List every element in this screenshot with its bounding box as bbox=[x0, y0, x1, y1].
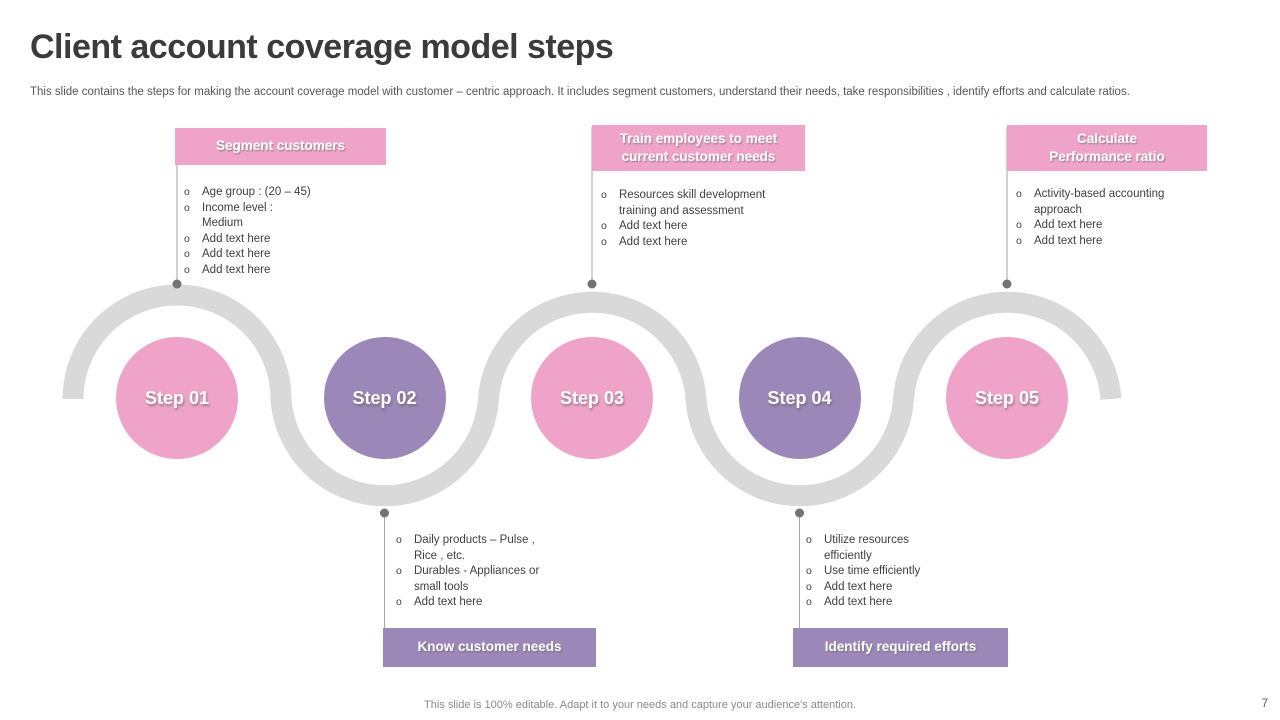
connector-dot-step3 bbox=[587, 279, 597, 289]
connector-dot-step4 bbox=[795, 508, 804, 518]
bullet-icon: o bbox=[184, 248, 190, 260]
bullet-icon: o bbox=[1016, 234, 1022, 247]
bullet-icon: o bbox=[184, 186, 190, 198]
step-circle-label: Step 03 bbox=[559, 387, 625, 408]
bullet-icon: o bbox=[396, 534, 402, 546]
connector-dot-step5 bbox=[1002, 279, 1012, 289]
bullet-icon: o bbox=[806, 596, 812, 608]
bullet-icon: o bbox=[806, 580, 812, 593]
bullet-icon: o bbox=[601, 189, 607, 201]
bullet-icon: o bbox=[184, 201, 190, 214]
footer-note: This slide is 100% editable. Adapt it to… bbox=[424, 699, 856, 711]
step-circle-05[interactable]: Step 05 bbox=[946, 337, 1068, 459]
header-box-step2: Know customer needs bbox=[383, 628, 596, 667]
wave-path bbox=[62, 284, 1122, 507]
connector-dot-step2 bbox=[380, 508, 389, 518]
bullet-icon: o bbox=[806, 565, 812, 577]
header-box-step3: Train employees to meet current customer… bbox=[592, 125, 805, 171]
bullet-icon: o bbox=[396, 565, 402, 577]
step-circle-01[interactable]: Step 01 bbox=[116, 337, 238, 459]
step-circle-02[interactable]: Step 02 bbox=[323, 337, 446, 459]
slide-subtitle: This slide contains the steps for making… bbox=[30, 86, 1130, 98]
bullet-icon: o bbox=[1016, 219, 1022, 231]
header-box-step4: Identify required efforts bbox=[793, 628, 1008, 667]
bullet-icon: o bbox=[806, 534, 812, 546]
step-circle-label: Step 02 bbox=[352, 387, 417, 408]
step-circle-label: Step 05 bbox=[974, 387, 1040, 408]
page-number: 7 bbox=[1261, 698, 1268, 710]
page-title: Client account coverage model steps bbox=[30, 28, 614, 66]
bullet-icon: o bbox=[601, 235, 607, 248]
connector-dot-step1 bbox=[172, 279, 182, 289]
bullet-icon: o bbox=[1016, 188, 1022, 200]
bullet-icon: o bbox=[184, 232, 190, 245]
step-circle-label: Step 04 bbox=[767, 387, 832, 408]
header-box-step5: Calculate Performance ratio bbox=[1007, 125, 1207, 171]
step-circle-04[interactable]: Step 04 bbox=[738, 337, 861, 459]
bullet-icon: o bbox=[396, 596, 402, 608]
header-box-step1: Segment customers bbox=[175, 128, 386, 165]
bullet-icon: o bbox=[184, 263, 190, 276]
step-circle-03[interactable]: Step 03 bbox=[531, 337, 653, 459]
bullet-icon: o bbox=[601, 220, 607, 232]
step-circle-label: Step 01 bbox=[144, 387, 210, 408]
